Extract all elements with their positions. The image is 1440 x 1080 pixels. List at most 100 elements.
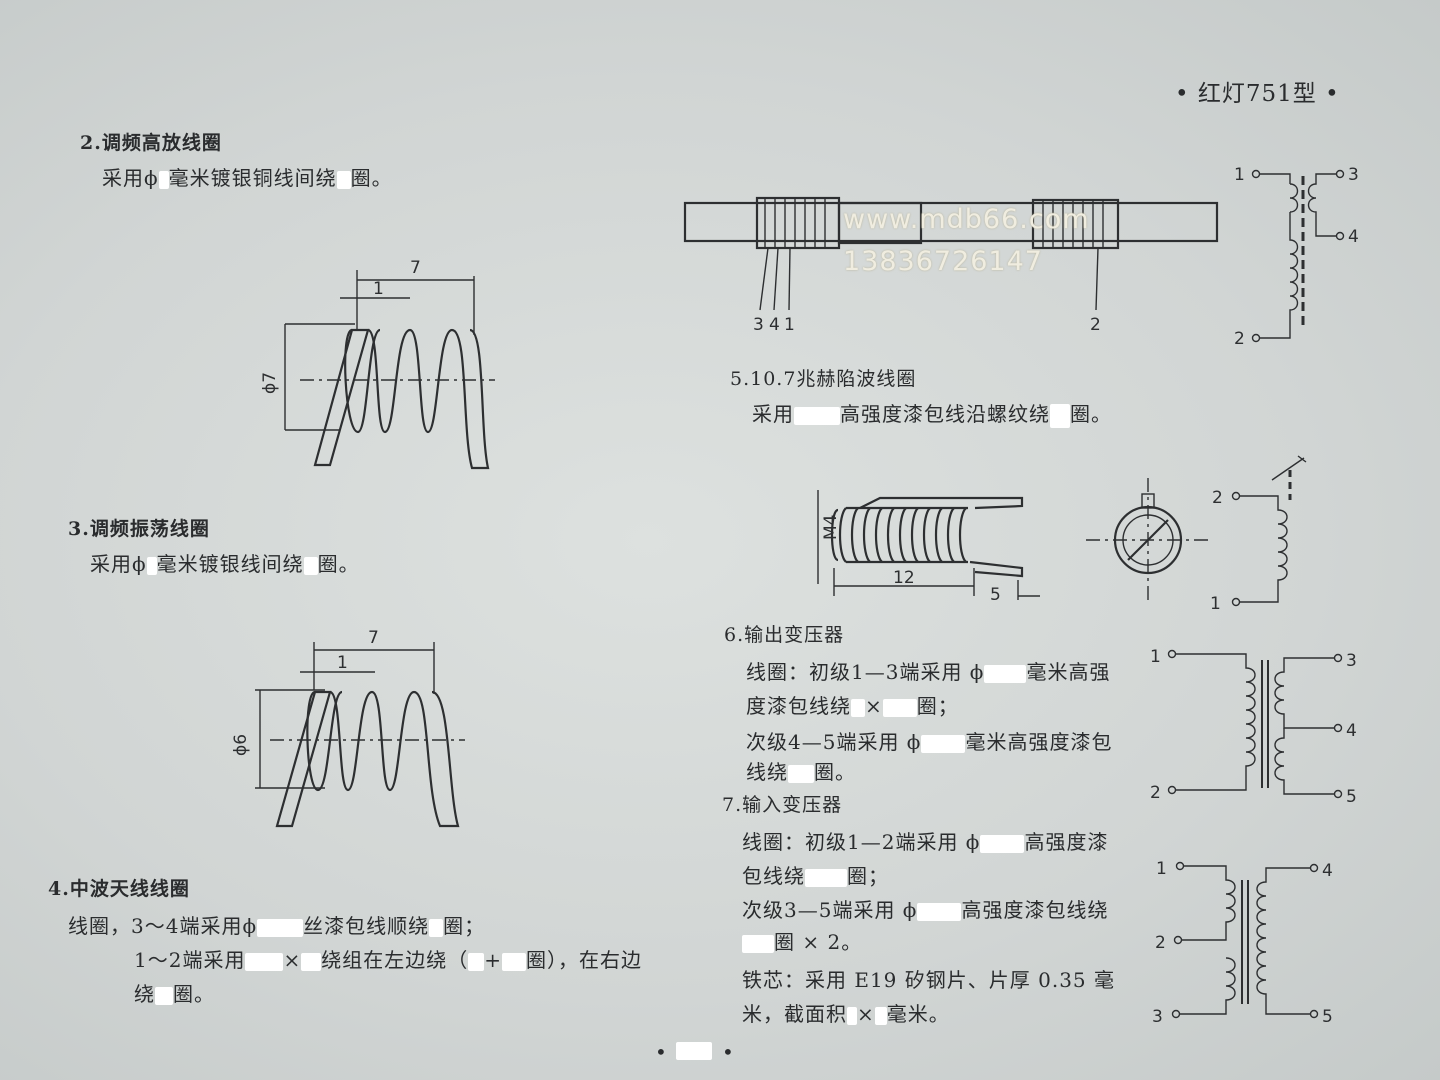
text-span: 次级3—5端采用 ϕ	[742, 898, 918, 922]
trap-coil-diagram: M4 12 5	[817, 490, 1040, 605]
redaction	[146, 556, 157, 575]
coil-2-turn-1	[313, 328, 370, 467]
watermark-url: www.mdb66.com	[843, 204, 1090, 235]
in-terminal-2	[1173, 935, 1183, 945]
coil-3-diagram: ϕ6 7 1	[231, 628, 465, 828]
trap-end-slot	[1127, 519, 1169, 561]
rod-pin-3: 3	[753, 315, 764, 335]
trap-tuning-arrow	[1271, 455, 1307, 481]
ant-primary-coil	[1289, 183, 1299, 213]
text-span: 线圈：初级1—2端采用 ϕ	[742, 830, 981, 854]
coil-3-dia-label: ϕ6	[231, 734, 251, 756]
text-span: 毫米镀银线间绕	[156, 552, 304, 576]
rod-pin-2: 2	[1090, 315, 1101, 335]
text-span: 毫米。	[886, 1002, 950, 1026]
out-pin-4: 4	[1346, 721, 1357, 741]
text-span: 毫米高强	[1026, 660, 1111, 684]
text-span: ×	[283, 948, 302, 972]
coil-2-dia-label: ϕ7	[260, 372, 280, 394]
text-span: 米，截面积	[742, 1002, 847, 1026]
section-4-line-3: 绕圈。	[134, 978, 215, 1007]
watermark-phone: 13836726147	[843, 246, 1043, 277]
text-span: 绕	[134, 982, 155, 1006]
text-span: 绕组在左边绕（	[321, 948, 469, 972]
antenna-schematic: 1 3 4 2	[1234, 165, 1359, 349]
ant-terminal-2	[1251, 333, 1261, 343]
redaction	[155, 986, 173, 1005]
trap-lead-top	[859, 496, 1024, 510]
rod-coil-right	[1031, 198, 1120, 250]
trap-terminal-1	[1231, 597, 1241, 607]
page-number-right-dot: •	[722, 1040, 735, 1064]
page-number-redaction	[676, 1042, 712, 1060]
redaction	[301, 952, 322, 971]
text-span: 毫米镀银铜线间绕	[168, 166, 337, 190]
trap-pin-2: 2	[1212, 488, 1223, 508]
ferrite-rod-diagram: 3 4 1 2	[683, 196, 1219, 335]
out-pin-2: 2	[1150, 783, 1161, 803]
redaction	[158, 170, 169, 189]
text-span: 线绕	[746, 760, 788, 784]
text-span: 圈。	[350, 166, 393, 190]
coil-3-pitch-label: 1	[337, 653, 348, 673]
text-span: 采用ϕ	[90, 552, 147, 576]
section-7-line-5: 铁芯：采用 E19 矽钢片、片厚 0.35 毫	[742, 968, 1116, 992]
text-span: ×	[857, 1002, 875, 1026]
ant-terminal-1	[1251, 169, 1261, 179]
text-span: 圈。	[173, 982, 215, 1006]
trap-lead-label: 5	[990, 585, 1001, 605]
rod-lead-3	[759, 247, 769, 311]
redaction	[788, 764, 814, 783]
coil-2-pitch-label: 1	[373, 279, 384, 299]
output-transformer-schematic: 1 2 3 4 5	[1150, 647, 1357, 807]
redaction	[980, 834, 1025, 853]
text-span: +	[484, 948, 502, 972]
ferrite-rod	[683, 201, 1219, 243]
out-pin-5: 5	[1346, 787, 1357, 807]
rod-coil-hatching	[764, 198, 1104, 248]
rod-pin-4: 4	[769, 315, 780, 335]
redaction	[874, 1006, 887, 1025]
trap-terminal-2	[1231, 491, 1241, 501]
ant-secondary-coil	[1307, 173, 1336, 237]
rod-coil-left-b	[837, 201, 923, 245]
out-secondary-coil-b	[1274, 728, 1334, 795]
out-secondary-coil-a	[1274, 657, 1334, 729]
ant-pin-2: 2	[1234, 329, 1245, 349]
text-span: 次级4—5端采用 ϕ	[746, 730, 922, 754]
section-3-title: 3.调频振荡线圈	[68, 518, 210, 540]
ant-pin-4: 4	[1348, 227, 1359, 247]
trap-end-view	[1086, 478, 1212, 600]
out-terminal-5	[1333, 789, 1343, 799]
text-span: 高强度漆	[1024, 830, 1109, 854]
redaction	[805, 868, 847, 887]
text-span: 包线绕	[742, 864, 805, 888]
section-4-title: 4.中波天线线圈	[48, 878, 190, 900]
text-span: 采用ϕ	[102, 166, 159, 190]
in-pin-3: 3	[1152, 1007, 1163, 1027]
text-span: 圈 × 2。	[774, 930, 863, 954]
section-6-line-4: 线绕圈。	[746, 756, 856, 785]
coil-2-diagram: ϕ7 7 1	[260, 258, 495, 470]
redaction	[257, 918, 304, 937]
section-6-line-2: 度漆包线绕×圈；	[746, 690, 959, 719]
in-pin-2: 2	[1155, 933, 1166, 953]
redaction	[303, 556, 318, 575]
out-pin-3: 3	[1346, 651, 1357, 671]
in-terminal-4	[1309, 863, 1319, 873]
input-transformer-schematic: 1 2 3 4 5	[1152, 859, 1333, 1027]
redaction	[336, 170, 351, 189]
redaction	[245, 952, 284, 971]
trap-pin-1: 1	[1210, 594, 1221, 614]
in-pin-1: 1	[1156, 859, 1167, 879]
ant-wire-1	[1260, 173, 1291, 184]
coil-2-back-1	[344, 328, 381, 434]
redaction	[847, 1006, 857, 1025]
coil-2-turn-2	[366, 328, 411, 434]
ant-coil-main	[1260, 212, 1299, 339]
rod-lead-4	[773, 247, 779, 311]
